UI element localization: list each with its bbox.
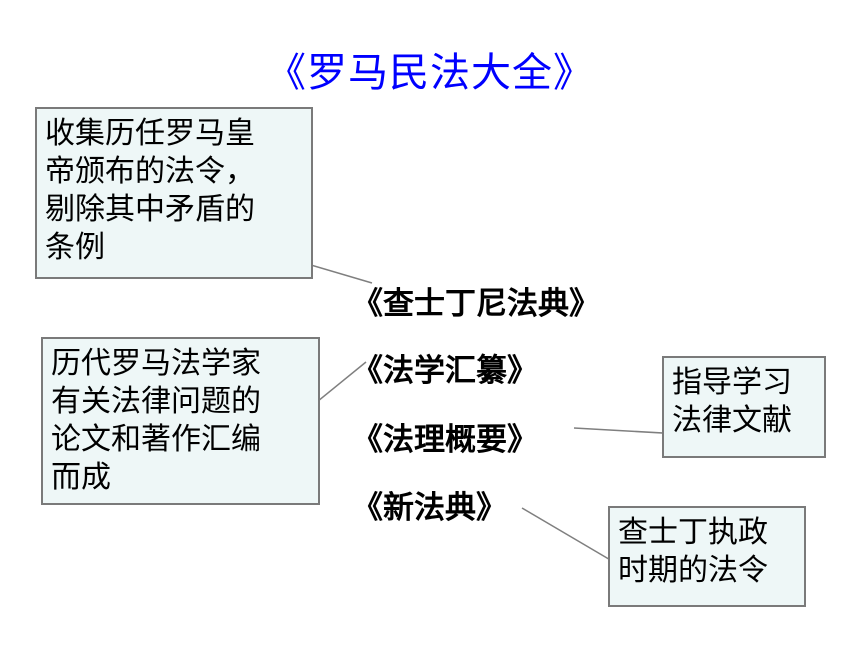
book-digest: 《法学汇纂》 (352, 353, 538, 389)
note-digest: 历代罗马法学家 有关法律问题的 论文和著作汇编 而成 (41, 337, 320, 505)
note-line: 条例 (45, 230, 105, 265)
note-line: 时期的法令 (618, 553, 768, 588)
diagram-title: 《罗马民法大全》 (266, 50, 594, 96)
note-line: 论文和著作汇编 (51, 422, 261, 457)
note-line: 帝颁布的法令， (45, 154, 255, 189)
note-line: 而成 (51, 460, 111, 495)
note-line: 收集历任罗马皇 (45, 116, 255, 151)
note-novels: 查士丁执政 时期的法令 (608, 506, 806, 607)
book-institutes: 《法理概要》 (352, 422, 538, 458)
note-codex: 收集历任罗马皇 帝颁布的法令， 剔除其中矛盾的 条例 (35, 107, 313, 279)
note-line: 指导学习 (672, 365, 792, 400)
note-institutes: 指导学习 法律文献 (662, 356, 826, 458)
note-line: 法律文献 (672, 403, 792, 438)
connector-novels (521, 507, 625, 569)
note-line: 历代罗马法学家 (51, 346, 261, 381)
note-line: 查士丁执政 (618, 515, 768, 550)
note-line: 有关法律问题的 (51, 384, 261, 419)
book-codex: 《查士丁尼法典》 (352, 286, 600, 322)
book-novels: 《新法典》 (352, 490, 507, 526)
note-line: 剔除其中矛盾的 (45, 192, 255, 227)
